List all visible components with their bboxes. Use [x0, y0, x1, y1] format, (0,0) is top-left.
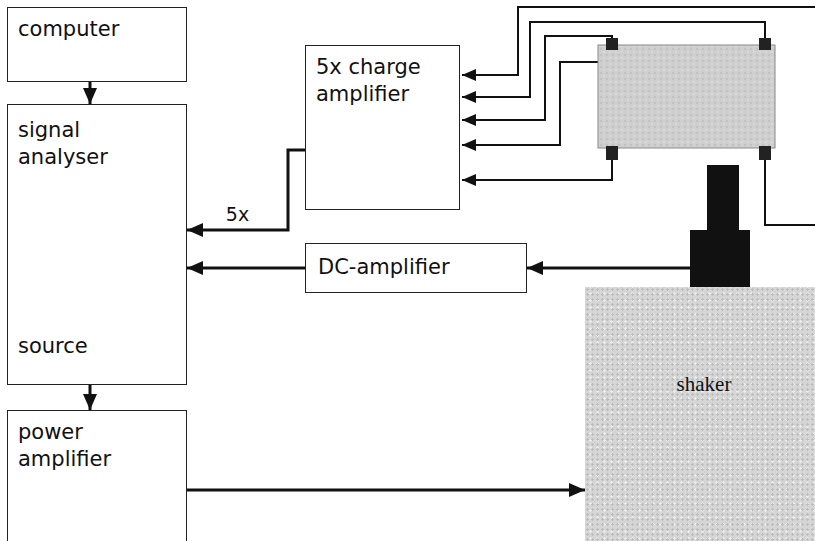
shaker-head — [690, 230, 750, 288]
fixture-connectors — [606, 38, 771, 160]
connector — [606, 146, 618, 160]
computer-box: computer — [7, 7, 187, 82]
node-label: DC-amplifier — [318, 254, 450, 281]
analyser-box: signal analyser source — [7, 104, 187, 385]
edge-label: 5x — [224, 203, 251, 226]
node-label: power amplifier — [18, 419, 176, 474]
signal-arrow — [89, 82, 92, 104]
force-sensor — [707, 165, 739, 231]
signal-arrow — [187, 267, 305, 270]
sensor-wire — [462, 36, 612, 120]
node-label: computer — [18, 16, 176, 43]
amplifier-box: power amplifier — [7, 410, 187, 541]
sensor-wire — [462, 158, 612, 180]
connector — [759, 146, 771, 160]
node-label: source — [18, 333, 176, 360]
connector — [606, 38, 618, 50]
node-label: signal analyser — [18, 117, 176, 172]
shaker-body: shaker — [585, 287, 815, 541]
signal-arrow — [89, 385, 92, 410]
connector — [759, 38, 771, 50]
amplifier-box: DC-amplifier — [305, 243, 527, 293]
signal-arrow — [527, 267, 690, 270]
node-label: shaker — [585, 371, 815, 398]
amplifier-box: 5x charge amplifier — [305, 45, 460, 210]
signal-arrow — [187, 150, 305, 230]
sensor-wire — [765, 158, 815, 225]
sensor-fixture — [598, 45, 775, 148]
sensor-wire — [462, 62, 598, 145]
sensor-wires — [462, 7, 815, 225]
signal-arrow — [187, 489, 585, 492]
node-label: 5x charge amplifier — [316, 54, 449, 109]
